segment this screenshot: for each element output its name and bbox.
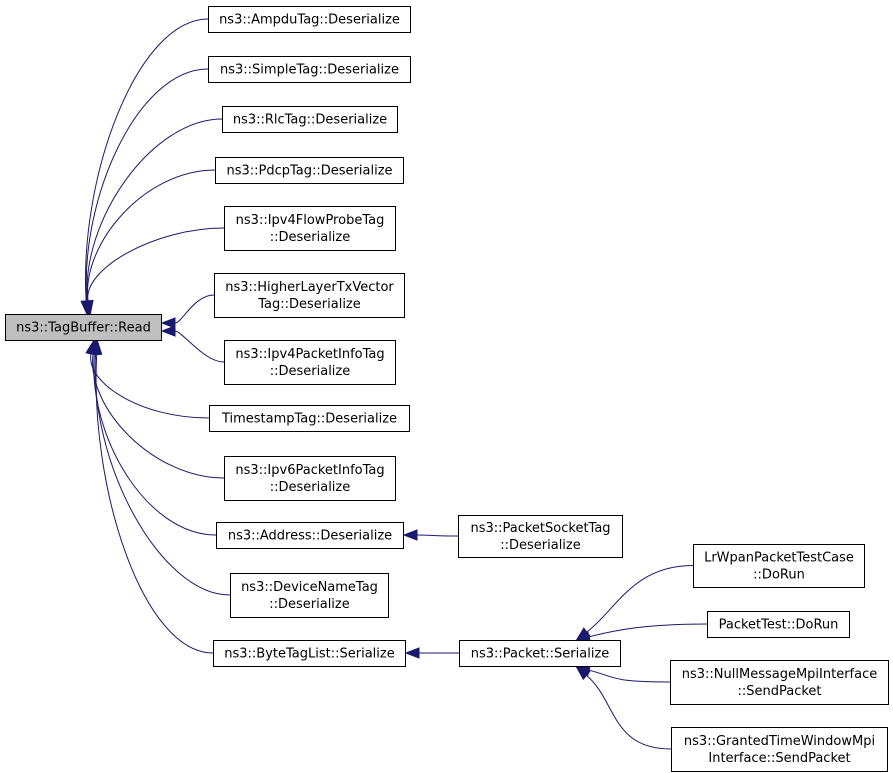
- node-root[interactable]: ns3::TagBuffer::Read: [5, 314, 162, 341]
- node-label: ns3::RlcTag::Deserialize: [233, 113, 387, 128]
- edge-nullmsg-to-pktser: [589, 669, 671, 683]
- node-box: [459, 640, 621, 667]
- node-bytetag[interactable]: ns3::ByteTagList::Serialize: [213, 640, 406, 667]
- edges-layer: [80, 18, 708, 750]
- node-box: [224, 456, 396, 501]
- edge-higher-to-root: [174, 294, 215, 324]
- node-label: ::DoRun: [753, 568, 805, 583]
- node-label: ::SendPacket: [737, 684, 821, 699]
- node-nullmsg[interactable]: ns3::NullMessageMpiInterface::SendPacket: [670, 660, 889, 705]
- node-label: ns3::Address::Deserialize: [228, 529, 392, 544]
- node-label: ::Deserialize: [269, 597, 350, 612]
- edge-ipv6pkt-to-root: [92, 353, 225, 479]
- node-label: ns3::Ipv6PacketInfoTag: [235, 463, 384, 478]
- edge-arrowhead: [402, 529, 418, 541]
- node-ipv4pkt[interactable]: ns3::Ipv4PacketInfoTag::Deserialize: [224, 340, 396, 385]
- edge-arrowhead: [160, 325, 176, 337]
- node-label: ns3::GrantedTimeWindowMpi: [684, 734, 875, 749]
- node-label: ns3::Packet::Serialize: [471, 647, 610, 662]
- node-label: ns3::Ipv4FlowProbeTag: [236, 213, 385, 228]
- node-label: ns3::AmpduTag::Deserialize: [219, 13, 400, 28]
- node-label: ::Deserialize: [500, 538, 581, 553]
- node-ampdu[interactable]: ns3::AmpduTag::Deserialize: [208, 6, 411, 33]
- node-lrwpan[interactable]: LrWpanPacketTestCase::DoRun: [693, 544, 865, 588]
- edge-arrowhead: [404, 647, 420, 659]
- node-ipv6pkt[interactable]: ns3::Ipv6PacketInfoTag::Deserialize: [224, 456, 396, 501]
- node-ipv4flow[interactable]: ns3::Ipv4FlowProbeTag::Deserialize: [224, 206, 396, 251]
- node-box: [216, 522, 404, 549]
- edge-ampdu-to-root: [85, 18, 209, 302]
- node-label: ::Deserialize: [270, 480, 351, 495]
- node-box: [208, 6, 411, 33]
- node-label: ns3::HigherLayerTxVector: [225, 280, 394, 295]
- node-devname[interactable]: ns3::DeviceNameTag::Deserialize: [230, 573, 389, 618]
- node-label: ns3::PacketSocketTag: [470, 521, 610, 536]
- node-box: [670, 660, 889, 705]
- node-box: [224, 206, 396, 251]
- node-label: ns3::Ipv4PacketInfoTag: [235, 347, 384, 362]
- node-pktsock[interactable]: ns3::PacketSocketTag::Deserialize: [458, 515, 623, 558]
- node-label: ns3::DeviceNameTag: [241, 580, 378, 595]
- edge-pktsock-to-address: [416, 534, 459, 537]
- edge-arrowhead: [90, 339, 103, 355]
- node-label: Tag::Deserialize: [257, 297, 361, 312]
- node-box: [208, 56, 411, 83]
- node-box: [5, 314, 162, 341]
- edge-timestamp-to-root: [90, 353, 210, 419]
- node-address[interactable]: ns3::Address::Deserialize: [216, 522, 404, 549]
- edge-simple-to-root: [85, 68, 209, 302]
- edge-rlc-to-root: [86, 118, 223, 302]
- node-simple[interactable]: ns3::SimpleTag::Deserialize: [208, 56, 411, 83]
- node-box: [458, 515, 623, 558]
- node-label: Interface::SendPacket: [708, 751, 850, 766]
- edge-pdcp-to-root: [87, 169, 216, 302]
- node-label: LrWpanPacketTestCase: [704, 551, 854, 566]
- edge-bytetag-to-root: [95, 353, 214, 654]
- node-box: [215, 157, 404, 184]
- node-label: ::Deserialize: [270, 364, 351, 379]
- node-granted[interactable]: ns3::GrantedTimeWindowMpiInterface::Send…: [671, 727, 888, 772]
- nodes-layer: ns3::TagBuffer::Read ns3::AmpduTag::Deser…: [5, 6, 889, 772]
- edge-granted-to-pktser: [586, 674, 672, 750]
- edge-lrwpan-to-pktser: [586, 565, 694, 633]
- edge-devname-to-root: [94, 353, 231, 596]
- edge-ipv4flow-to-root: [87, 227, 225, 302]
- node-box: [707, 611, 850, 638]
- edge-arrowhead: [575, 666, 591, 681]
- node-label: ns3::ByteTagList::Serialize: [224, 647, 394, 662]
- node-label: ns3::NullMessageMpiInterface: [682, 667, 878, 682]
- node-box: [213, 640, 406, 667]
- edge-pkttest-to-pktser: [589, 623, 708, 638]
- node-box: [230, 573, 389, 618]
- edge-ipv4pkt-to-root: [174, 330, 225, 363]
- node-box: [209, 405, 410, 432]
- node-label: TimestampTag::Deserialize: [221, 412, 397, 427]
- node-timestamp[interactable]: TimestampTag::Deserialize: [209, 405, 410, 432]
- node-pkttest[interactable]: PacketTest::DoRun: [707, 611, 850, 638]
- edge-arrowhead: [160, 317, 176, 329]
- node-box: [214, 273, 405, 318]
- node-box: [224, 340, 396, 385]
- edge-address-to-root: [93, 353, 217, 536]
- node-label: PacketTest::DoRun: [719, 618, 839, 633]
- node-box: [693, 544, 865, 588]
- edge-arrowhead: [82, 299, 94, 316]
- node-label: ns3::PdcpTag::Deserialize: [226, 164, 392, 179]
- node-pktser[interactable]: ns3::Packet::Serialize: [459, 640, 621, 667]
- node-pdcp[interactable]: ns3::PdcpTag::Deserialize: [215, 157, 404, 184]
- node-label: ns3::TagBuffer::Read: [16, 321, 151, 336]
- node-box: [671, 727, 888, 772]
- node-rlc[interactable]: ns3::RlcTag::Deserialize: [222, 106, 398, 133]
- node-label: ns3::SimpleTag::Deserialize: [220, 63, 399, 78]
- node-label: ::Deserialize: [270, 230, 351, 245]
- node-box: [222, 106, 398, 133]
